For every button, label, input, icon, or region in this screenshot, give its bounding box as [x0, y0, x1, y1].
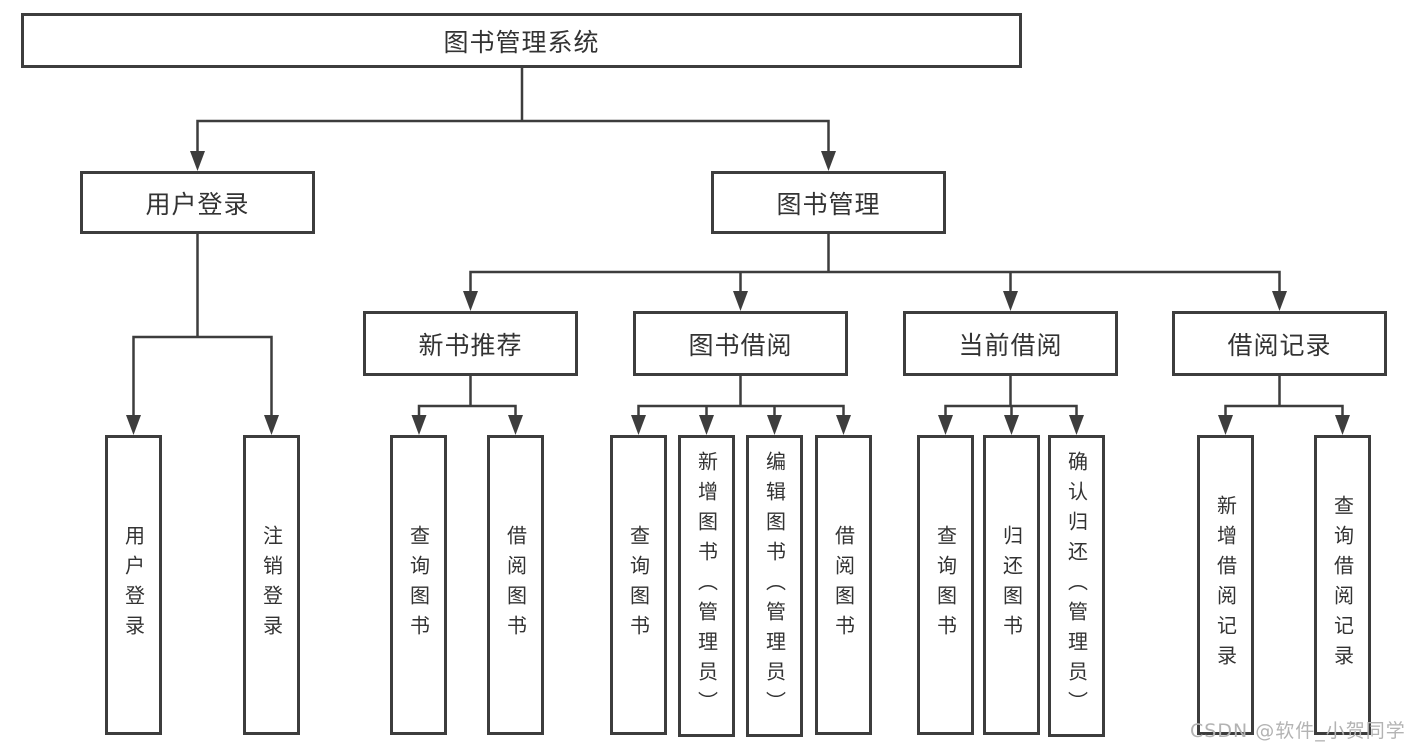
- leaf-borrow-books-borrow: 借阅图书: [815, 435, 872, 735]
- branch-book-management: 图书管理: [711, 171, 946, 234]
- leaf-query-books-recommend: 查询图书: [390, 435, 447, 735]
- leaf-return-book: 归还图书: [983, 435, 1040, 735]
- csdn-watermark: CSDN @软件_小贺同学: [1190, 720, 1405, 742]
- section-new-book-recommend: 新书推荐: [363, 311, 578, 376]
- leaf-add-book-admin: 新增图书（管理员）: [678, 435, 735, 737]
- node-root: 图书管理系统: [21, 13, 1022, 68]
- section-borrow-records: 借阅记录: [1172, 311, 1387, 376]
- leaf-add-borrow-record: 新增借阅记录: [1197, 435, 1254, 735]
- leaf-query-borrow-record: 查询借阅记录: [1314, 435, 1371, 735]
- section-book-borrow: 图书借阅: [633, 311, 848, 376]
- leaf-edit-book-admin: 编辑图书（管理员）: [746, 435, 803, 737]
- leaf-query-books-current: 查询图书: [917, 435, 974, 735]
- branch-user-login: 用户登录: [80, 171, 315, 234]
- leaf-query-books-borrow: 查询图书: [610, 435, 667, 735]
- section-current-borrow: 当前借阅: [903, 311, 1118, 376]
- leaf-user-login: 用户登录: [105, 435, 162, 735]
- leaf-borrow-books-recommend: 借阅图书: [487, 435, 544, 735]
- leaf-logout-login: 注销登录: [243, 435, 300, 735]
- leaf-confirm-return-admin: 确认归还（管理员）: [1048, 435, 1105, 737]
